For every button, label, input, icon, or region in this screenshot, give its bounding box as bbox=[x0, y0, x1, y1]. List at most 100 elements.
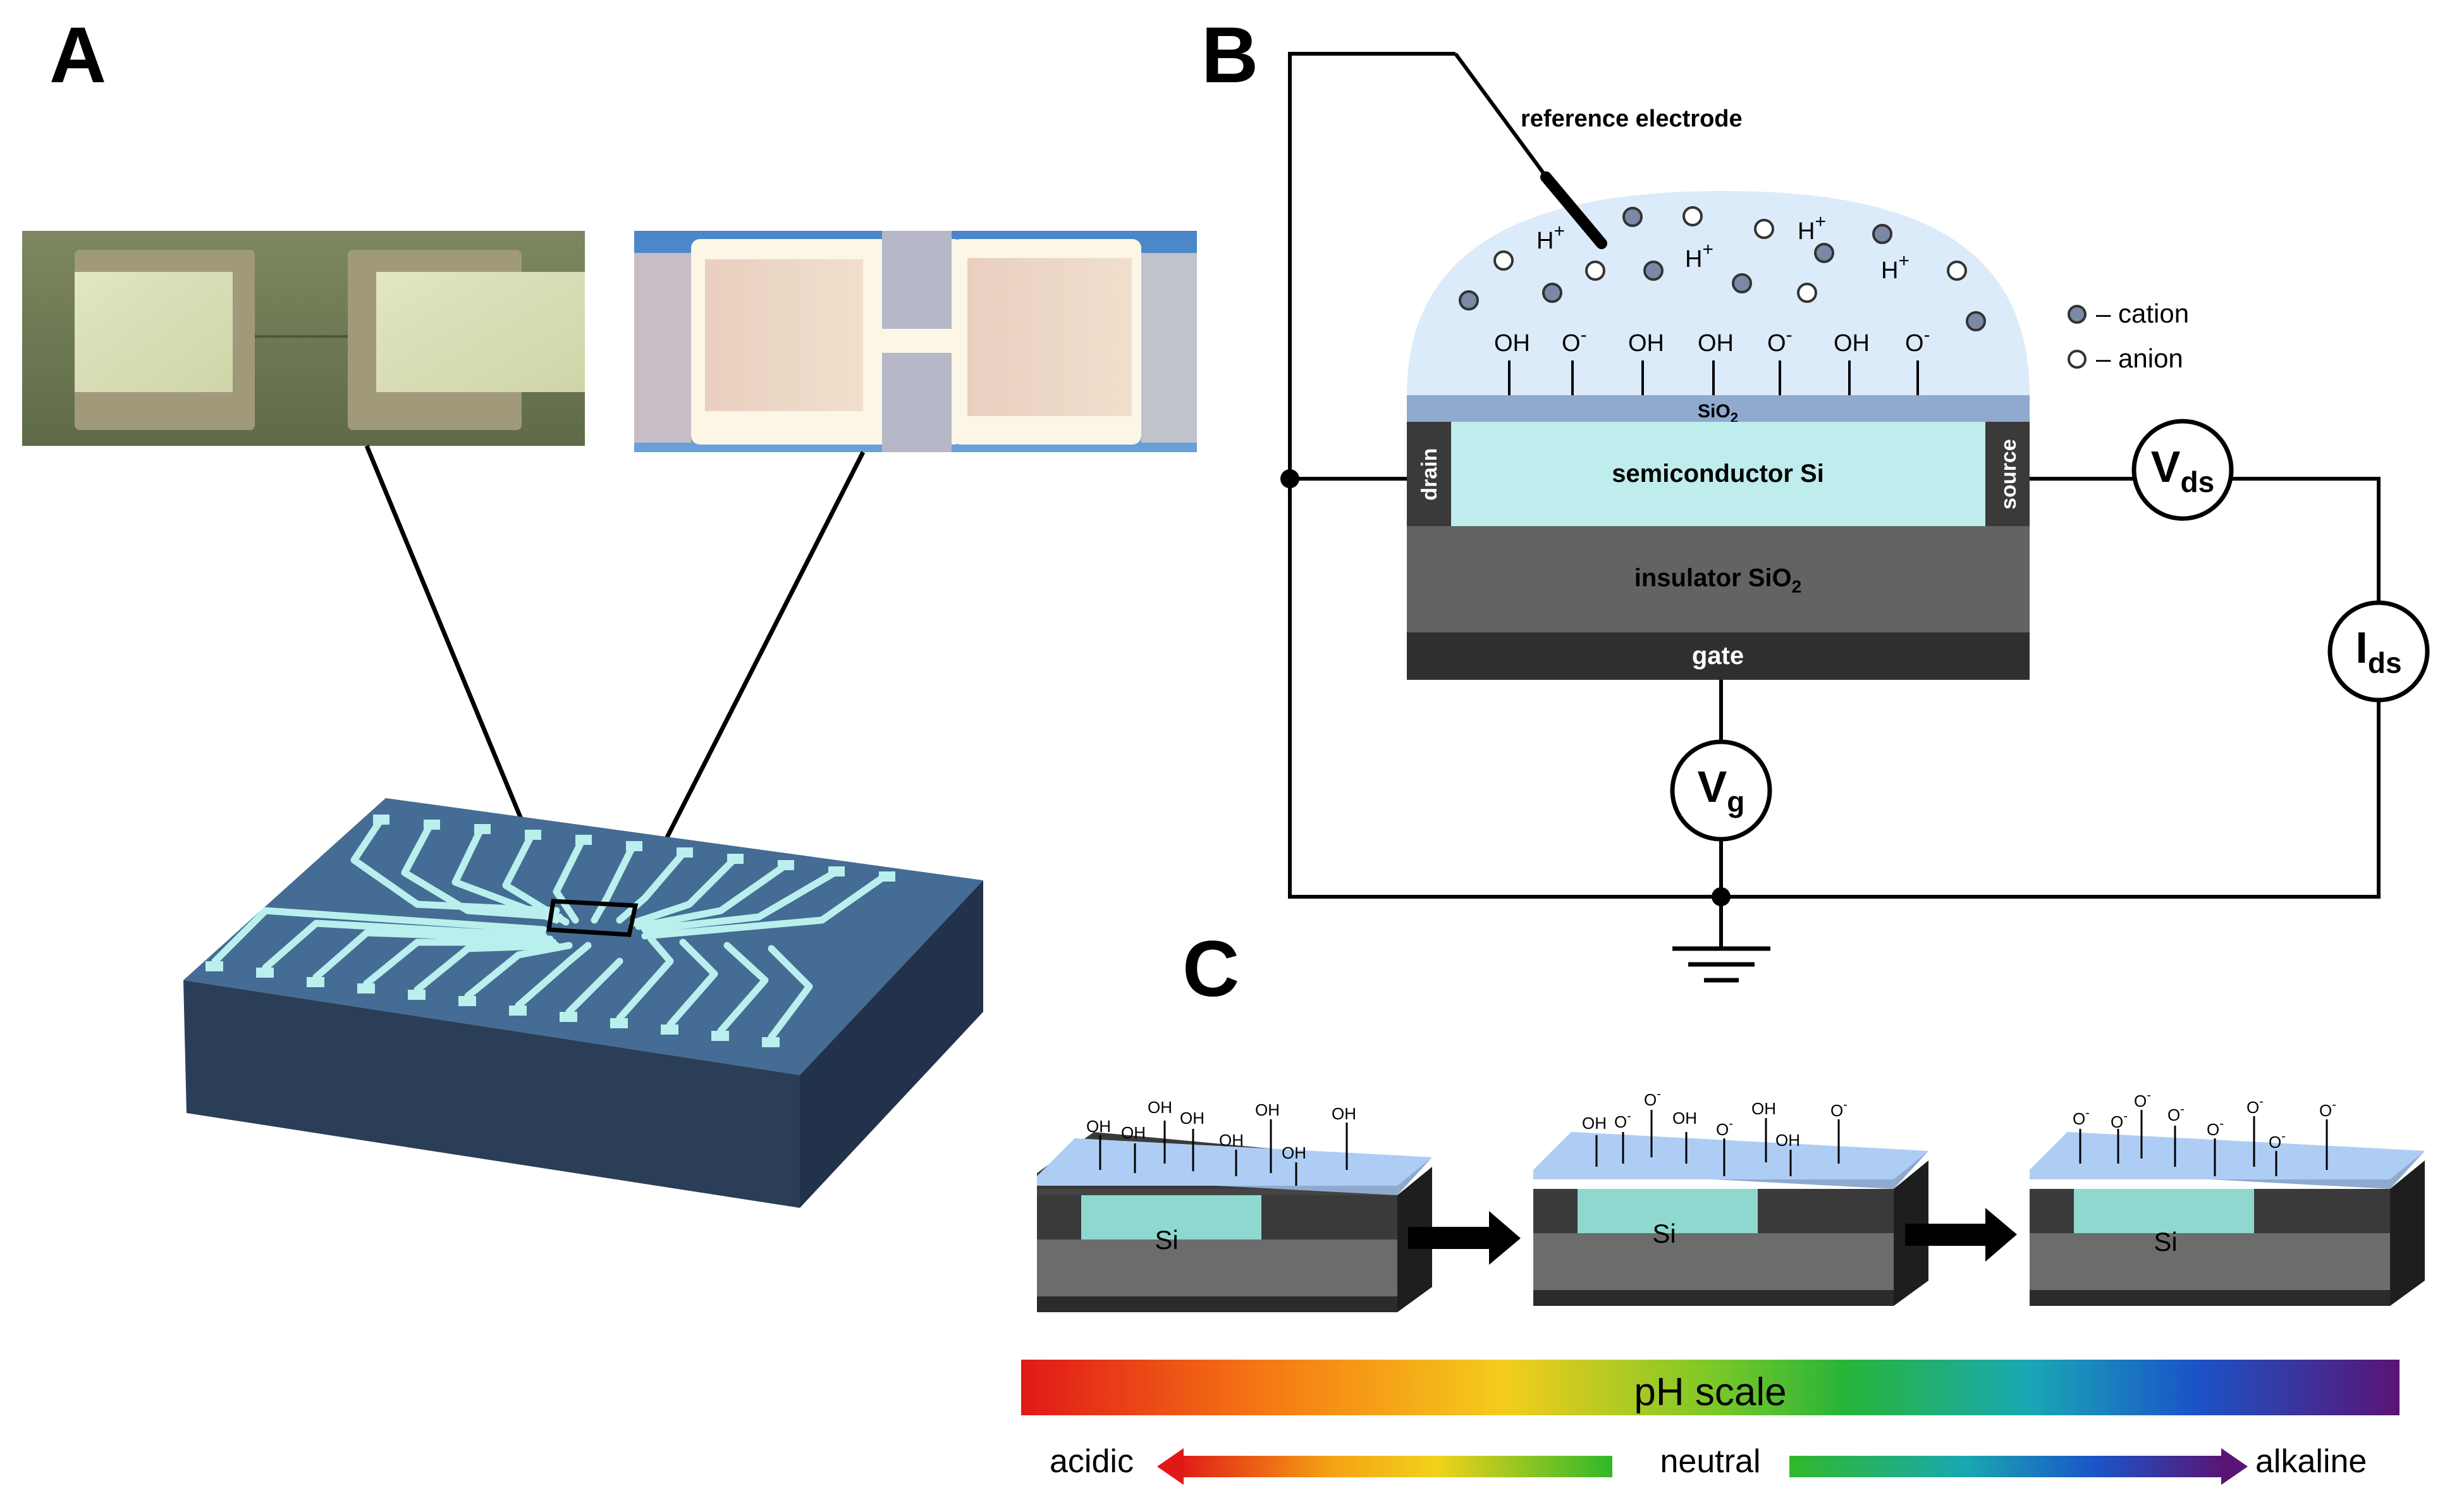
neutral-label: neutral bbox=[1660, 1443, 1761, 1480]
surface-groups-acidic: OH OH OH OH OH OH OH OH bbox=[1086, 1098, 1356, 1162]
legend-cation-label: – cation bbox=[2096, 298, 2189, 328]
svg-text:O-: O- bbox=[2167, 1102, 2185, 1124]
ph-scale-bar bbox=[1021, 1360, 2400, 1415]
svg-text:OH: OH bbox=[1751, 1099, 1776, 1118]
svg-text:Vg: Vg bbox=[1698, 762, 1745, 818]
anion-legend-icon bbox=[2068, 350, 2087, 369]
svg-text:O-: O- bbox=[1767, 324, 1793, 357]
cation-icon bbox=[1459, 290, 1479, 311]
svg-text:H+: H+ bbox=[1798, 211, 1826, 245]
cation-icon bbox=[1814, 243, 1834, 263]
ion-legend: – cation – anion bbox=[2068, 298, 2189, 373]
svg-text:O-: O- bbox=[1614, 1109, 1631, 1131]
anion-icon bbox=[1947, 261, 1967, 281]
device-neutral: Si bbox=[1533, 1132, 1928, 1306]
surface-groups: OH O- OH OH O- OH O- bbox=[1494, 324, 1930, 357]
si-label: Si bbox=[1652, 1219, 1676, 1248]
panel-a bbox=[22, 231, 1197, 1208]
alkaline-arrow-shaft bbox=[1789, 1456, 2226, 1477]
surface-groups-alkaline: O- O- O- O- O- O- O- O- bbox=[2073, 1088, 2336, 1152]
svg-text:OH: OH bbox=[1180, 1109, 1204, 1128]
panel-c: Si OH OH OH OH OH OH OH OH bbox=[1021, 1087, 2425, 1485]
cation-icon bbox=[1643, 261, 1664, 281]
svg-text:OH: OH bbox=[1834, 330, 1870, 357]
svg-text:H+: H+ bbox=[1536, 221, 1565, 254]
svg-text:O-: O- bbox=[1644, 1087, 1661, 1109]
svg-text:OH: OH bbox=[1672, 1109, 1697, 1128]
svg-text:O-: O- bbox=[2207, 1117, 2224, 1139]
svg-text:OH: OH bbox=[1086, 1117, 1111, 1136]
arrow-right-icon bbox=[2221, 1448, 2248, 1485]
gate-label: gate bbox=[1692, 642, 1744, 670]
fet-device: SiO2 semiconductor Si drain source insul… bbox=[1407, 395, 2030, 680]
cation-icon bbox=[1732, 273, 1752, 293]
svg-text:O-: O- bbox=[2134, 1088, 2151, 1110]
legend-anion-label: – anion bbox=[2096, 343, 2183, 373]
reference-electrode bbox=[1540, 171, 1607, 249]
svg-text:OH: OH bbox=[1255, 1100, 1280, 1119]
cation-icon bbox=[1542, 283, 1562, 303]
panel-b: reference electrode H+ H+ H+ H+ bbox=[1280, 52, 2430, 983]
svg-text:O-: O- bbox=[1716, 1117, 1733, 1139]
solution-droplet bbox=[1407, 191, 2030, 395]
cation-legend-icon bbox=[2068, 305, 2087, 324]
svg-text:O-: O- bbox=[1830, 1098, 1848, 1120]
panel-a-label: A bbox=[49, 11, 106, 99]
arrow-left-icon bbox=[1157, 1448, 1184, 1485]
alkaline-label: alkaline bbox=[2255, 1443, 2367, 1480]
channel-si bbox=[1451, 422, 1985, 526]
anion-icon bbox=[1754, 219, 1774, 239]
si-label: Si bbox=[1155, 1225, 1178, 1255]
micrograph-left bbox=[22, 231, 585, 446]
device-alkaline: Si bbox=[2030, 1132, 2425, 1306]
device-acidic: Si bbox=[1037, 1132, 1432, 1312]
surface-groups-neutral: OH O- O- OH O- OH OH O- bbox=[1582, 1087, 1848, 1150]
junction-node bbox=[1280, 469, 1299, 488]
svg-text:O-: O- bbox=[1562, 324, 1587, 357]
svg-text:OH: OH bbox=[1148, 1098, 1172, 1117]
anion-icon bbox=[1797, 283, 1817, 303]
gate-layer bbox=[1407, 632, 2030, 680]
zoom-line-right bbox=[630, 451, 866, 907]
anion-icon bbox=[1493, 250, 1514, 271]
si-label: Si bbox=[2154, 1227, 2177, 1257]
cation-icon bbox=[1622, 207, 1643, 227]
ions bbox=[1459, 206, 1986, 331]
acidic-label: acidic bbox=[1050, 1443, 1134, 1480]
anion-icon bbox=[1585, 261, 1605, 281]
svg-text:OH: OH bbox=[1494, 330, 1530, 357]
zoom-box bbox=[546, 899, 639, 937]
chip-3d bbox=[183, 798, 983, 1208]
svg-text:O-: O- bbox=[2111, 1109, 2128, 1131]
arrow-right-icon bbox=[1408, 1211, 1521, 1265]
acidic-arrow-shaft bbox=[1176, 1456, 1612, 1477]
insulator-layer bbox=[1407, 526, 2030, 632]
insulator-label: insulator SiO2 bbox=[1634, 564, 1802, 596]
svg-text:H+: H+ bbox=[1881, 250, 1909, 284]
svg-text:OH: OH bbox=[1219, 1131, 1244, 1150]
micrograph-right bbox=[634, 231, 1197, 452]
channel-label: semiconductor Si bbox=[1612, 460, 1824, 488]
source-label: source bbox=[1997, 439, 2021, 510]
anion-icon bbox=[1683, 206, 1703, 226]
cation-icon bbox=[1966, 311, 1986, 331]
panel-b-label: B bbox=[1201, 11, 1258, 99]
proton-labels: H+ H+ H+ H+ bbox=[1536, 211, 1909, 284]
svg-text:OH: OH bbox=[1698, 330, 1734, 357]
svg-text:O-: O- bbox=[1905, 324, 1930, 357]
arrow-right-icon bbox=[1905, 1208, 2017, 1262]
svg-text:OH: OH bbox=[1282, 1143, 1306, 1162]
svg-text:OH: OH bbox=[1121, 1123, 1146, 1142]
svg-text:OH: OH bbox=[1582, 1114, 1607, 1133]
reference-electrode-label: reference electrode bbox=[1521, 106, 1743, 132]
cation-icon bbox=[1872, 224, 1892, 244]
svg-text:Ids: Ids bbox=[2355, 623, 2401, 679]
svg-text:OH: OH bbox=[1628, 330, 1664, 357]
svg-text:Vds: Vds bbox=[2151, 442, 2214, 498]
svg-text:O-: O- bbox=[2246, 1095, 2264, 1117]
oxide-layer bbox=[1407, 395, 2030, 422]
ids-meter: Ids bbox=[2327, 600, 2430, 703]
svg-text:OH: OH bbox=[1332, 1104, 1356, 1123]
vds-meter: Vds bbox=[2131, 419, 2234, 521]
